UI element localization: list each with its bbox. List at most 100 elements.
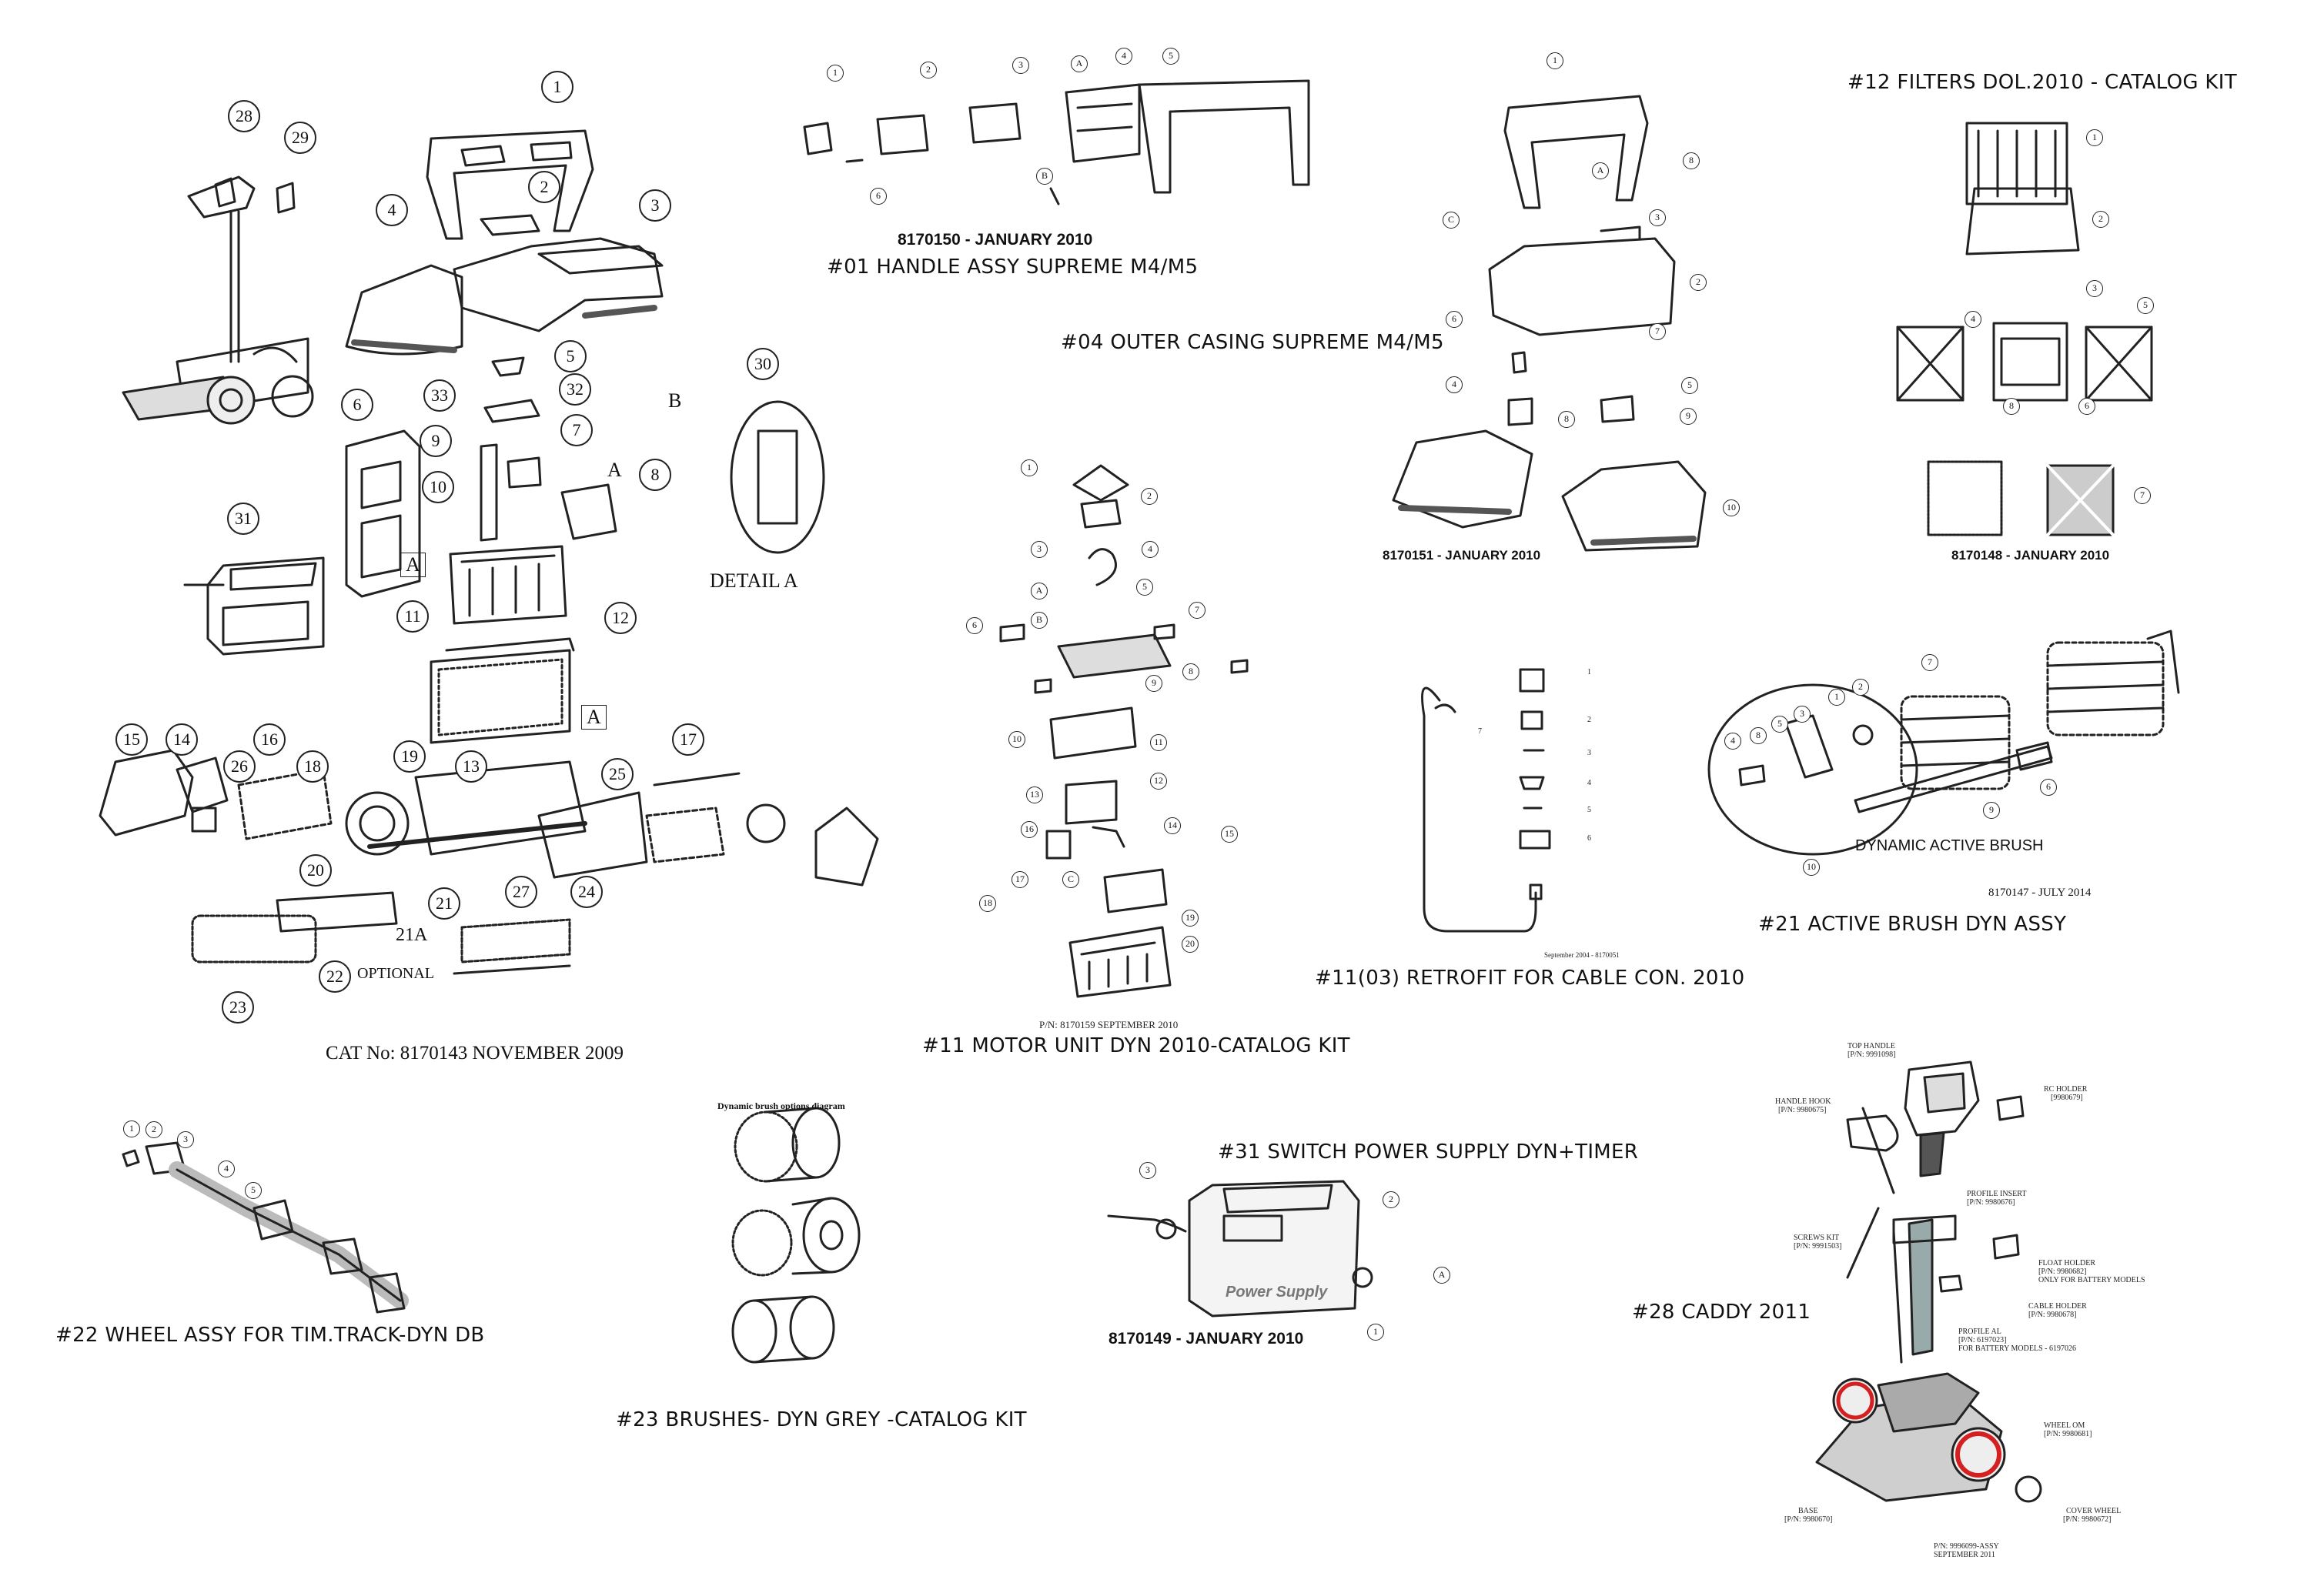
retrofit-callout-7: 7 [1478, 727, 1482, 736]
casing-callout-a: A [1592, 162, 1609, 179]
motor-callout-8: 8 [1182, 663, 1199, 680]
track-row-illustration [99, 749, 879, 887]
label-a-row: A [581, 705, 607, 730]
outer-casing-title: #04 OUTER CASING SUPREME M4/M5 [1061, 331, 1444, 354]
caddy-float-holder-pn: [P/N: 9980682] [2038, 1267, 2087, 1276]
callout-12: 12 [604, 602, 637, 634]
callout-15: 15 [115, 723, 148, 756]
casing-callout-4: 4 [1446, 376, 1463, 393]
filters-callout-6: 6 [2078, 398, 2095, 415]
power-supply-illustration [1107, 1180, 1373, 1317]
active-brush-label: DYNAMIC ACTIVE BRUSH [1855, 837, 2044, 854]
caddy-pn-assy: P/N: 9996099-ASSY [1934, 1542, 1999, 1551]
casing-callout-c: C [1443, 212, 1460, 229]
label-b: B [668, 389, 682, 412]
handle-callout-1: 1 [827, 65, 844, 82]
brushes-illustration [731, 1107, 861, 1364]
handle-assy-code: 8170150 - JANUARY 2010 [898, 231, 1093, 249]
callout-25: 25 [601, 758, 634, 790]
caddy-title: #28 CADDY 2011 [1632, 1301, 1811, 1324]
brush-callout-1: 1 [1828, 689, 1845, 706]
handle-callout-5: 5 [1162, 48, 1179, 65]
caddy-wheel-om: WHEEL OM [2044, 1421, 2085, 1430]
caddy-cable-holder: CABLE HOLDER [2028, 1302, 2087, 1311]
caddy-robot-illustration [122, 175, 314, 425]
casing-callout-7: 7 [1649, 323, 1666, 340]
motor-callout-19: 19 [1182, 910, 1199, 927]
caddy-base: BASE [1798, 1507, 1818, 1515]
casing-callout-6: 6 [1446, 311, 1463, 328]
motor-callout-18: 18 [979, 895, 996, 912]
motor-callout-1: 1 [1021, 459, 1038, 476]
main-casing-illustration [345, 214, 664, 356]
callout-6: 6 [341, 389, 373, 421]
wheel-callout-1: 1 [123, 1120, 140, 1137]
callout-8: 8 [639, 459, 671, 491]
handle-callout-2: 2 [920, 62, 937, 78]
caddy-cover-wheel: COVER WHEEL [2066, 1507, 2122, 1515]
motor-callout-15: 15 [1221, 826, 1238, 843]
power-supply-code: 8170149 - JANUARY 2010 [1108, 1330, 1304, 1348]
ps-box-label: Power Supply [1226, 1284, 1328, 1301]
filters-callout-7: 7 [2134, 487, 2151, 504]
callout-13: 13 [455, 750, 487, 783]
brush-callout-7: 7 [1921, 654, 1938, 671]
retrofit-illustration [1421, 668, 1551, 933]
callout-29: 29 [284, 122, 316, 154]
wheel-callout-4: 4 [218, 1161, 235, 1177]
handle-callout-4: 4 [1115, 48, 1132, 65]
caddy-profile-insert: PROFILE INSERT [1967, 1190, 2027, 1198]
callout-19: 19 [393, 740, 426, 773]
filters-callout-4: 4 [1965, 311, 1981, 328]
retrofit-date: September 2004 - 8170051 [1544, 951, 1620, 959]
caddy-base-pn: [P/N: 9980670] [1784, 1515, 1833, 1524]
caddy-profile-insert-pn: [P/N: 9980676] [1967, 1198, 2015, 1207]
detail-a-label: DETAIL A [710, 569, 798, 592]
casing-callout-9: 9 [1680, 408, 1697, 425]
retrofit-callout-1: 1 [1587, 668, 1591, 676]
callout-18: 18 [296, 750, 329, 783]
caddy-screws-kit: SCREWS KIT [1794, 1234, 1840, 1242]
retrofit-callout-3: 3 [1587, 749, 1591, 757]
callout-24: 24 [570, 876, 603, 908]
main-handle-illustration [426, 129, 594, 240]
motor-callout-9: 9 [1145, 675, 1162, 692]
motor-callout-3: 3 [1031, 541, 1048, 558]
active-brush-code: 8170147 - JULY 2014 [1988, 887, 2092, 899]
caddy-wheel-om-pn: [P/N: 9980681] [2044, 1430, 2092, 1438]
caddy-cover-wheel-pn: [P/N: 9980672] [2063, 1515, 2112, 1524]
callout-30: 30 [747, 348, 779, 380]
power-supply-title: #31 SWITCH POWER SUPPLY DYN+TIMER [1218, 1140, 1639, 1164]
motor-callout-b: B [1031, 612, 1048, 629]
brushes-title: #23 BRUSHES- DYN GREY -CATALOG KIT [616, 1408, 1027, 1431]
caddy-handle-hook-pn: [P/N: 9980675] [1778, 1106, 1827, 1114]
filters-callout-3: 3 [2086, 280, 2103, 297]
cat-no-label: CAT No: 8170143 NOVEMBER 2009 [326, 1043, 624, 1064]
brush-callout-10: 10 [1803, 859, 1820, 876]
caddy-handle-hook: HANDLE HOOK [1775, 1097, 1831, 1106]
optional-label: OPTIONAL [357, 965, 434, 982]
callout-10: 10 [422, 471, 454, 503]
wheel-assy-illustration [122, 1141, 409, 1314]
motor-callout-14: 14 [1164, 817, 1181, 834]
callout-16: 16 [253, 723, 286, 756]
label-a-box: A [400, 553, 426, 577]
casing-callout-8b: 8 [1558, 411, 1575, 428]
main-brush-illustration [191, 891, 571, 975]
motor-callout-16: 16 [1021, 821, 1038, 838]
callout-33: 33 [423, 379, 456, 412]
motor-callout-5: 5 [1136, 579, 1153, 596]
caddy-screws-kit-pn: [P/N: 9991503] [1794, 1242, 1842, 1251]
callout-1: 1 [541, 71, 573, 103]
callout-5: 5 [554, 340, 587, 372]
wheel-assy-title: #22 WHEEL ASSY FOR TIM.TRACK-DYN DB [55, 1324, 485, 1347]
outer-casing-code: 8170151 - JANUARY 2010 [1383, 548, 1541, 563]
brush-callout-5: 5 [1771, 716, 1788, 733]
callout-14: 14 [166, 723, 198, 756]
motor-callout-a: A [1031, 583, 1048, 599]
item-6-outline [345, 429, 421, 598]
callout-32: 32 [559, 373, 591, 406]
retrofit-callout-2: 2 [1587, 716, 1591, 724]
motor-callout-20: 20 [1182, 936, 1199, 953]
